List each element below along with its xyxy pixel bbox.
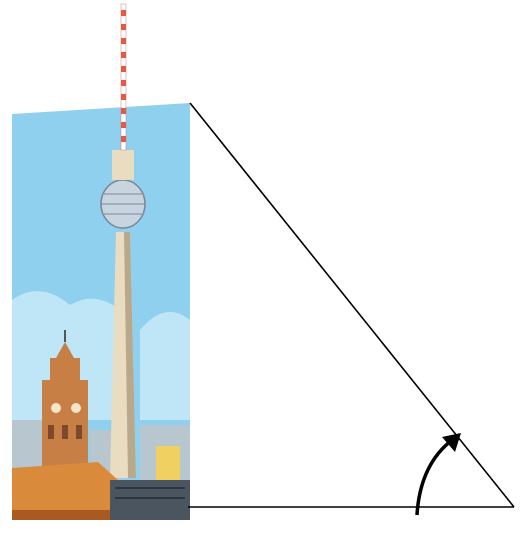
roof-foreground <box>12 462 140 520</box>
cloud-shape-right <box>140 312 190 420</box>
antenna-stripes <box>121 10 126 142</box>
angle-arc-arrow <box>415 433 461 516</box>
tv-tower-illustration <box>12 3 190 520</box>
antenna-mast <box>120 3 127 151</box>
tower-shaft-shadow <box>124 232 136 478</box>
railway-bridge <box>110 480 190 520</box>
yellow-building <box>156 446 180 480</box>
triangle-hypotenuse <box>189 102 515 508</box>
town-hall-tower <box>42 330 88 470</box>
